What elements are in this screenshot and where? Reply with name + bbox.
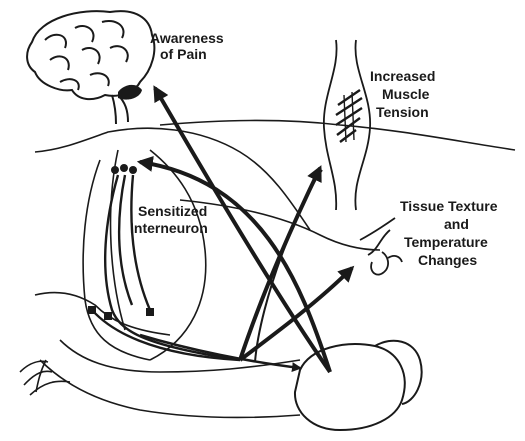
label-muscle-line3: Tension bbox=[376, 104, 429, 121]
label-tissue-line2: and bbox=[444, 216, 469, 233]
label-tissue-line3: Temperature bbox=[404, 234, 488, 251]
skin-receptor-icon bbox=[360, 218, 402, 275]
label-tissue-line1: Tissue Texture bbox=[400, 198, 498, 215]
organ-icon bbox=[295, 341, 422, 430]
label-tissue-line4: Changes bbox=[418, 252, 477, 269]
label-muscle-line1: Increased bbox=[370, 68, 435, 85]
brain-icon bbox=[27, 11, 154, 124]
label-awareness-line1: Awareness bbox=[150, 30, 224, 47]
label-awareness-line2: of Pain bbox=[160, 46, 207, 63]
arrow-to-interneuron bbox=[140, 162, 330, 372]
label-muscle-line2: Muscle bbox=[382, 86, 429, 103]
pain-center-icon bbox=[118, 85, 142, 100]
label-interneuron-line1: Sensitized bbox=[138, 203, 207, 220]
label-interneuron-line2: Interneuron bbox=[130, 220, 208, 237]
